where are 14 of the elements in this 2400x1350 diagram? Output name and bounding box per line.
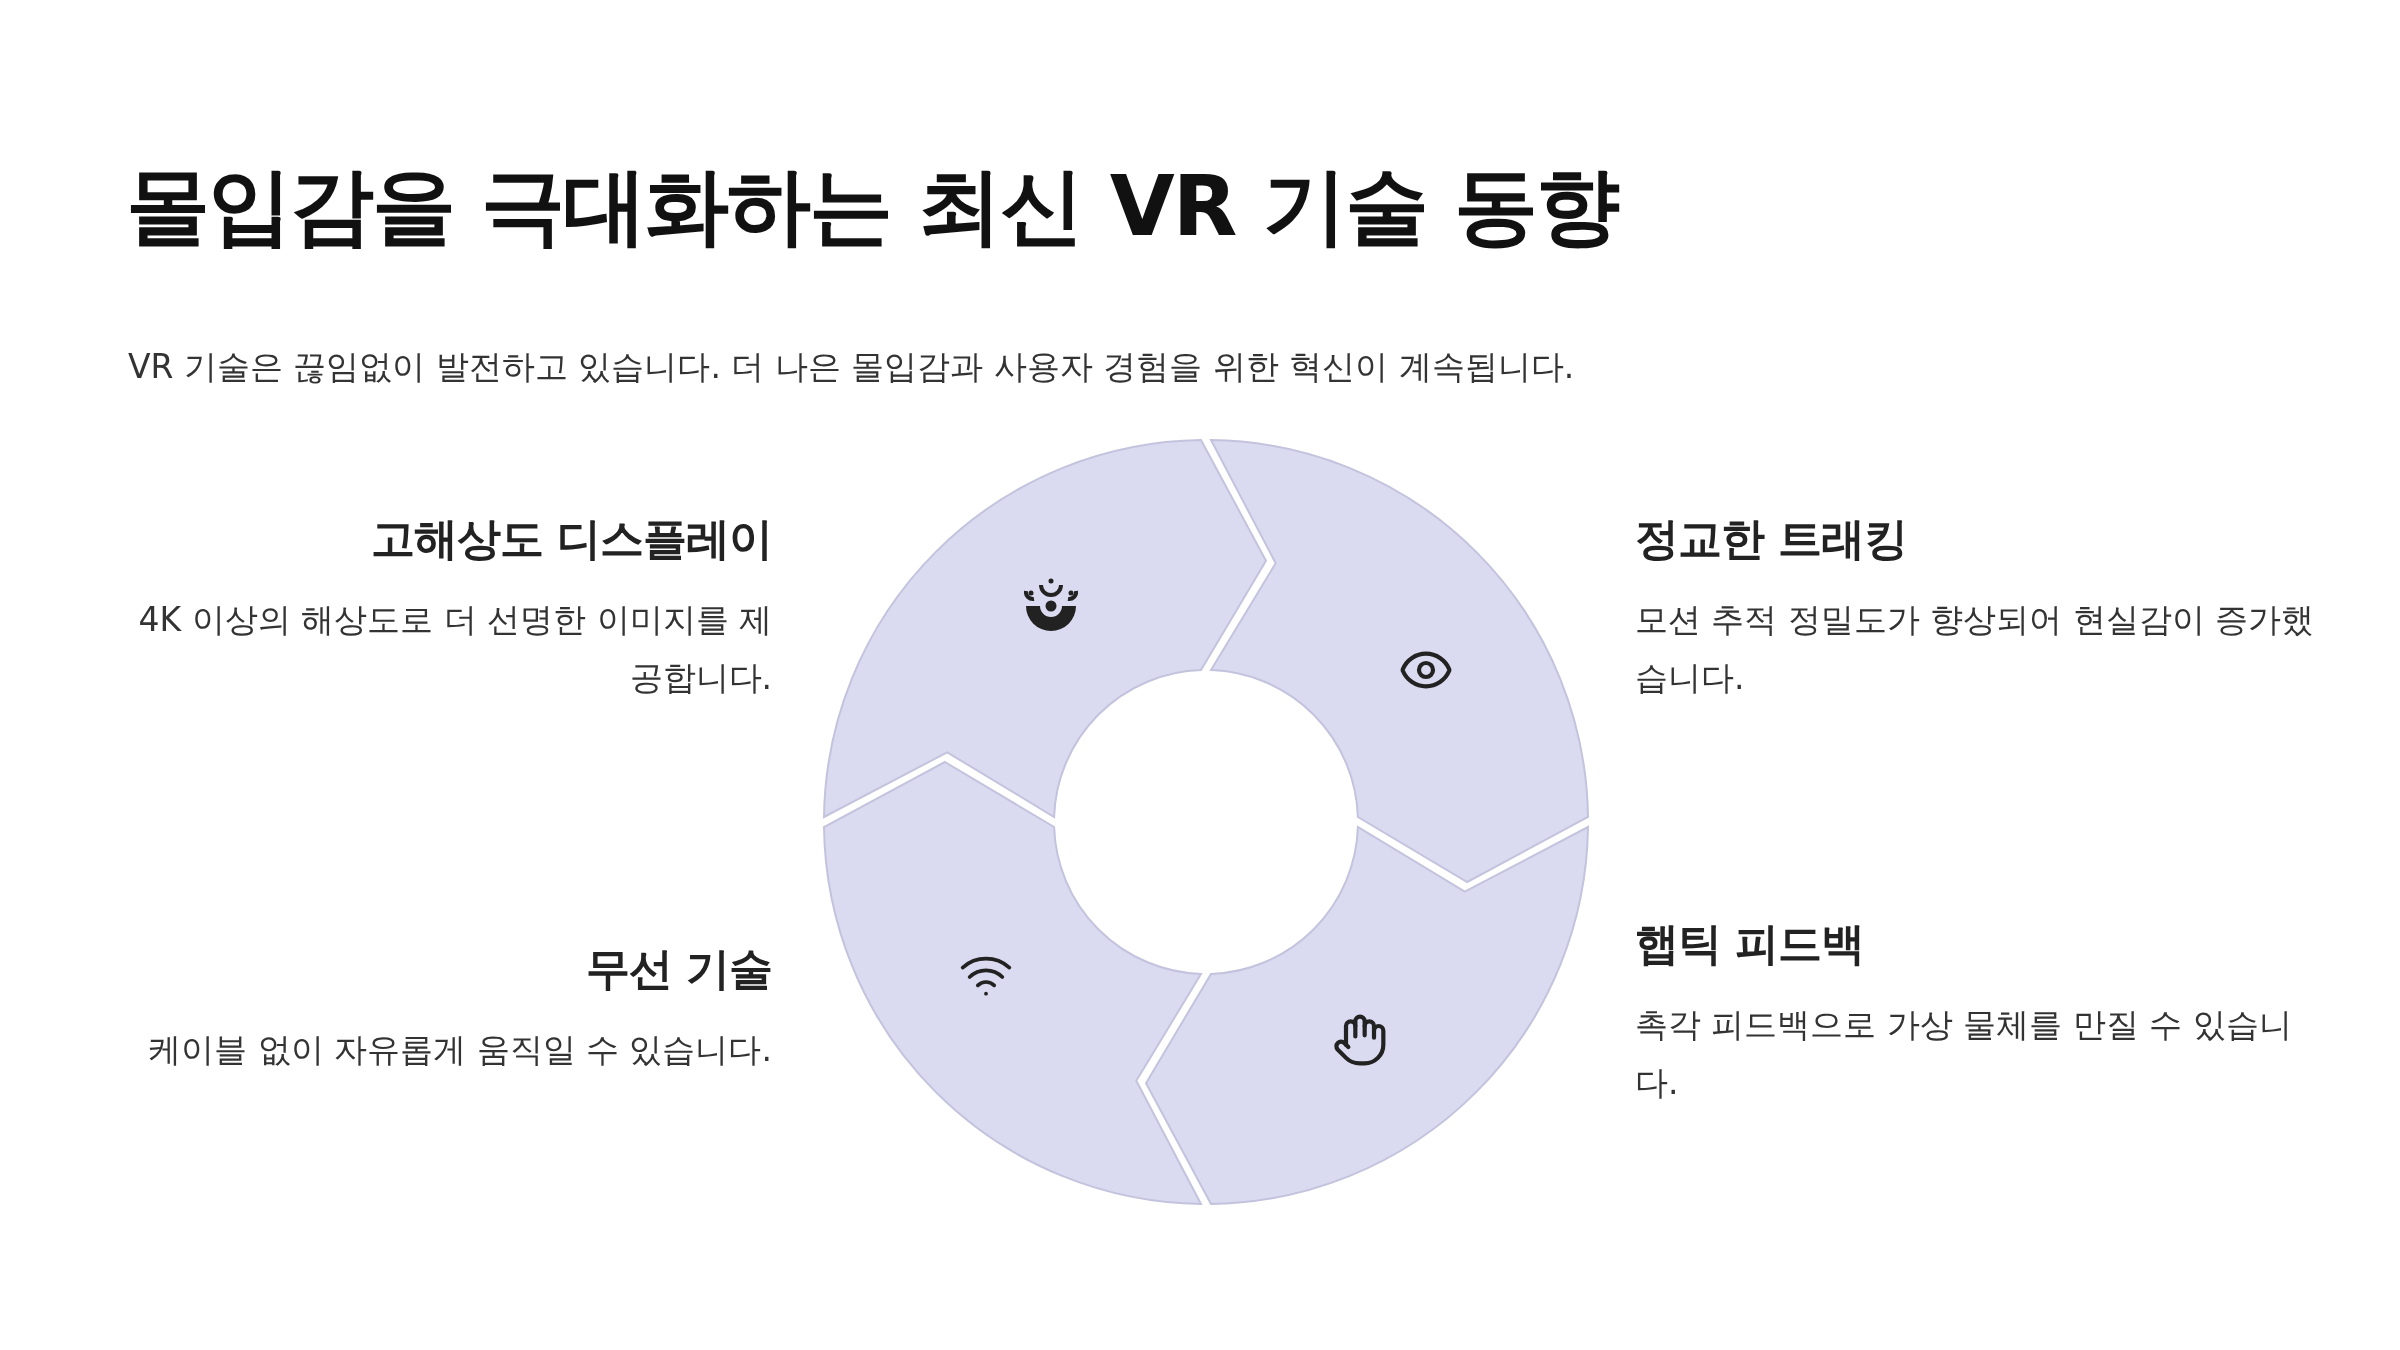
step-heading: 무선 기술 bbox=[584, 942, 772, 996]
subtitle: VR 기술은 끊임없이 발전하고 있습니다. 더 나은 몰입감과 사용자 경험을 위한 혁신이 계속됩니다. bbox=[128, 346, 1575, 388]
step-description: 케이블 없이 자유롭게 움직일 수 있습니다. bbox=[147, 1029, 772, 1071]
cycle-arrow-segment bbox=[1145, 826, 1589, 1205]
step-description: 모션 추적 정밀도가 향상되어 현실감이 증가했습니다. bbox=[1635, 599, 2315, 699]
step-heading: 고해상도 디스플레이 bbox=[369, 512, 772, 566]
step-heading: 햅틱 피드백 bbox=[1635, 917, 1866, 971]
title: 몰입감을 극대화하는 최신 VR 기술 동향 bbox=[126, 156, 1618, 257]
step-heading: 정교한 트래킹 bbox=[1635, 512, 1909, 566]
cycle-arrow-segment bbox=[823, 439, 1267, 818]
cycle-arrow-segment bbox=[823, 761, 1202, 1205]
cycle-arrow-segment bbox=[1210, 439, 1589, 883]
step-description: 촉각 피드백으로 가상 물체를 만질 수 있습니다. bbox=[1635, 1004, 2293, 1104]
step-description: 4K 이상의 해상도로 더 선명한 이미지를 제공합니다. bbox=[137, 599, 772, 699]
